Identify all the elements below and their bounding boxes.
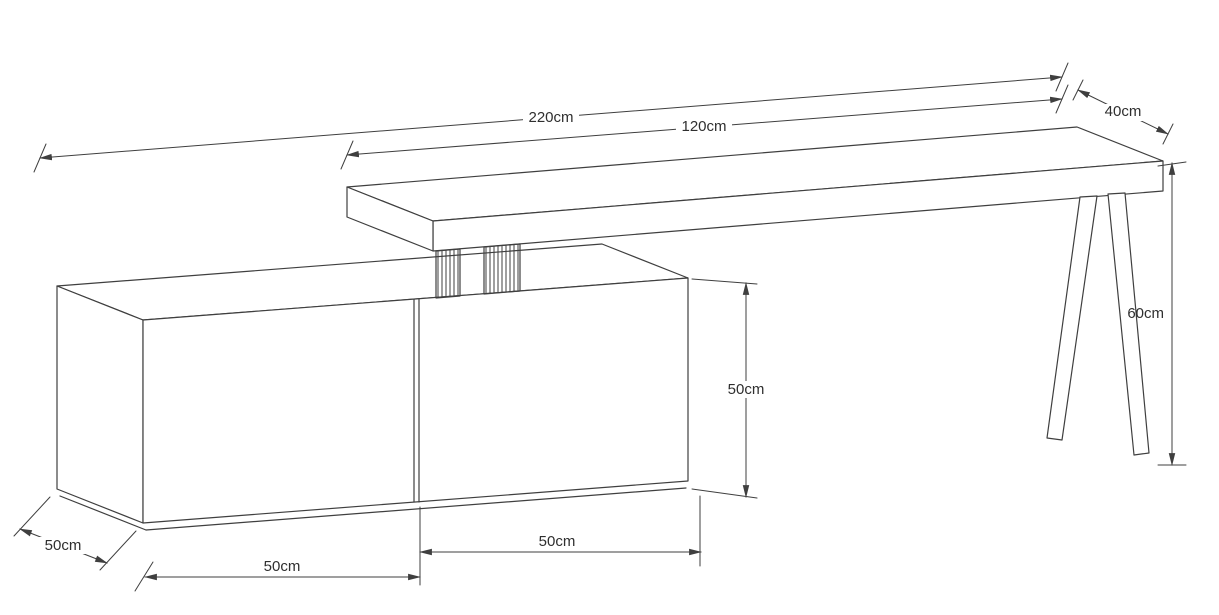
cabinet-front-face [142, 277, 689, 524]
dim-left-door-width: 50cm [134, 506, 422, 592]
label-halo [1097, 104, 1149, 121]
extension-tick [1055, 62, 1069, 92]
dim-desktop-depth: 40cm [1072, 79, 1174, 145]
extension-tick [1072, 79, 1084, 101]
label-halo [676, 118, 732, 135]
dim-cabinet-depth: 50cm [13, 496, 137, 571]
dim-label-cabinet-depth: 50cm [45, 537, 82, 554]
desk-left-end-face [346, 186, 434, 252]
label-halo [721, 381, 771, 398]
support-leg-small-left [435, 248, 461, 299]
dim-label-right-door-width: 50cm [539, 533, 576, 550]
desk-leg-front-icon [1046, 195, 1098, 441]
dim-label-total-width: 220cm [528, 109, 573, 126]
dim-desk-height: 60cm [1127, 161, 1187, 467]
dim-label-desk-height: 60cm [1127, 305, 1164, 322]
extension-line [691, 278, 758, 285]
dim-cabinet-height: 50cm [691, 278, 771, 499]
dim-label-cabinet-height: 50cm [728, 381, 765, 398]
cabinet-base-left-edge [59, 495, 147, 531]
label-halo [39, 537, 88, 554]
dim-label-desktop-depth: 40cm [1105, 103, 1142, 120]
extension-tick [1055, 84, 1069, 114]
extension-line [99, 530, 137, 571]
cabinet [56, 243, 689, 531]
extension-tick [33, 143, 47, 173]
dim-desktop-width: 120cm [340, 84, 1069, 170]
dim-right-door-width: 50cm [418, 495, 703, 567]
cabinet-base-front-edge [145, 487, 687, 531]
desk-leg-rear-icon [1107, 192, 1150, 456]
extension-tick [134, 561, 154, 592]
dim-label-left-door-width: 50cm [264, 558, 301, 575]
cabinet-left-side-face [56, 285, 144, 524]
extension-tick [1162, 123, 1174, 145]
extension-tick [340, 140, 354, 170]
extension-line [691, 488, 758, 499]
extension-tick [1157, 161, 1187, 167]
extension-line [13, 496, 51, 537]
dim-label-desktop-width: 120cm [681, 118, 726, 135]
support-leg-small-right [483, 243, 521, 295]
